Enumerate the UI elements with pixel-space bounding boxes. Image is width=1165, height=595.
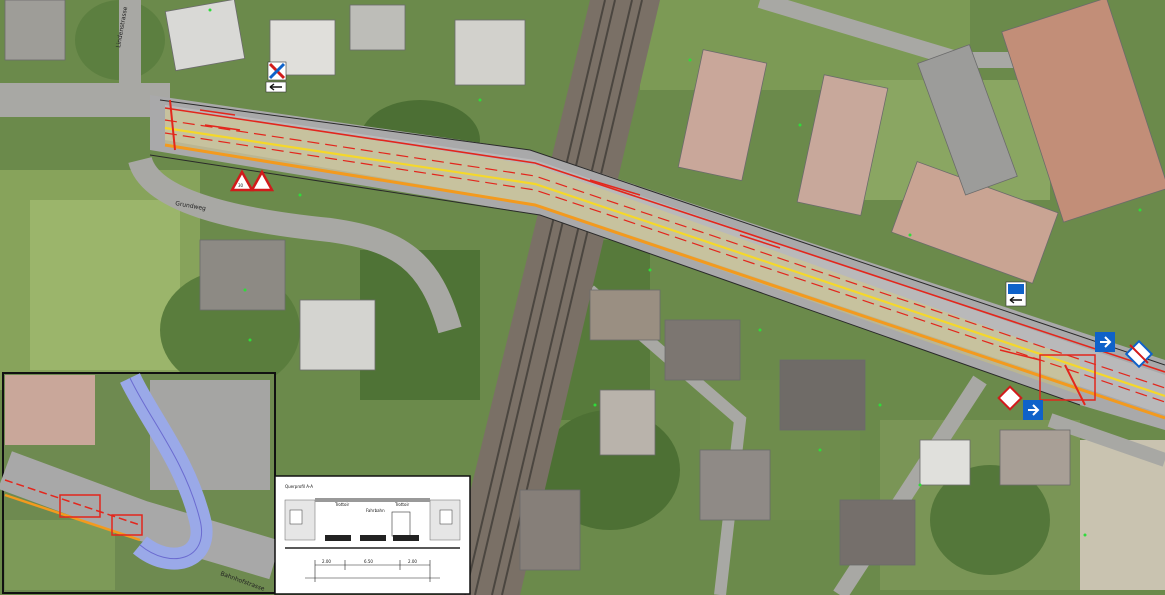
inset-map[interactable]: Bahnhofstrasse	[0, 372, 281, 594]
mandatory-direction-sign-icon-3	[997, 385, 1023, 411]
railway-corridor	[445, 0, 660, 595]
cross-section-label-center: Fahrbahn	[366, 508, 385, 513]
cross-section-label-left: Trottoir	[334, 502, 350, 507]
main-road	[150, 95, 1165, 430]
warning-triangle-sign-icon: 30	[229, 169, 275, 192]
buildings	[4, 0, 1165, 571]
road-plan-overlay	[149, 99, 1165, 420]
cross-section-dim-center: 6.50	[364, 559, 373, 564]
plan-markers	[208, 8, 1142, 537]
cross-section-dim-left: 2.00	[322, 559, 331, 564]
direction-arrow-sign-icon	[265, 81, 287, 93]
cross-section-panel[interactable]: Querprofil A-A Trottoir Fahrbahn Trottoi…	[274, 475, 471, 595]
mandatory-direction-sign-icon-1	[1095, 332, 1115, 352]
direction-arrow-sign-icon-east	[1005, 281, 1027, 307]
traffic-signs: 30	[229, 61, 1154, 420]
restriction-sign-icon	[1124, 339, 1154, 369]
priority-road-sign-icon	[267, 61, 287, 81]
cross-section-label-right: Trottoir	[394, 502, 410, 507]
mandatory-direction-sign-icon-2	[1023, 400, 1043, 420]
cross-section-title: Querprofil A-A	[285, 484, 313, 489]
svg-text:30: 30	[238, 183, 244, 188]
cross-section-dim-right: 2.00	[408, 559, 417, 564]
